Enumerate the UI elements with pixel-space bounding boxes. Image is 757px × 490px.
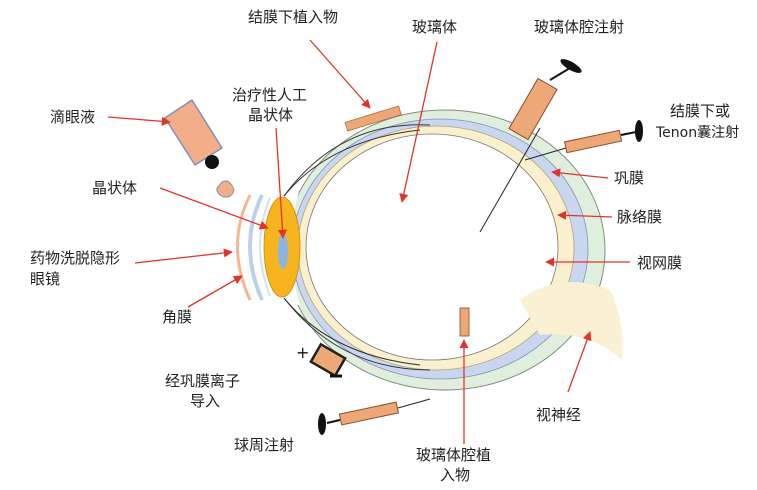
contact-lens-shape <box>236 194 252 301</box>
label-vitreous: 玻璃体 <box>412 18 457 36</box>
iontophoresis-device-icon: + <box>296 342 347 378</box>
label-contact-lens-1: 药物洗脱隐形 <box>30 249 120 267</box>
intravitreal-implant-shape <box>459 307 470 337</box>
label-transscleral-2: 导入 <box>190 392 220 410</box>
label-subconj-tenon-2: Tenon囊注射 <box>655 124 739 141</box>
peribulbar-syringe-icon <box>318 398 431 435</box>
label-cornea: 角膜 <box>162 308 192 326</box>
label-subconj-implant: 结膜下植入物 <box>248 8 338 26</box>
label-transscleral-1: 经巩膜离子 <box>165 372 240 390</box>
tenon-syringe-icon <box>524 120 643 161</box>
intravitreal-syringe-icon <box>479 59 582 233</box>
label-therapeutic-lens-1: 治疗性人工 <box>232 86 307 104</box>
subconj-implant-shape <box>344 105 402 132</box>
label-peribulbar-injection: 球周注射 <box>234 436 294 454</box>
label-sclera: 巩膜 <box>614 169 644 187</box>
labels: 结膜下植入物 玻璃体 玻璃体腔注射 结膜下或 Tenon囊注射 滴眼液 治疗性人… <box>30 8 739 484</box>
label-lens: 晶状体 <box>92 179 137 197</box>
label-subconj-tenon-1: 结膜下或 <box>670 102 730 120</box>
iol-implant-shape <box>278 233 288 269</box>
label-intravitreal-implant-1: 玻璃体腔植 <box>416 446 491 464</box>
pointer-arrows <box>107 39 630 444</box>
label-contact-lens-2: 眼镜 <box>30 270 60 288</box>
label-intravitreal-injection: 玻璃体腔注射 <box>534 18 624 36</box>
vitreous-body <box>305 133 559 361</box>
label-intravitreal-implant-2: 入物 <box>440 466 470 484</box>
label-retina: 视网膜 <box>637 254 682 272</box>
optic-nerve <box>520 282 623 360</box>
label-eye-drops: 滴眼液 <box>50 108 95 126</box>
label-optic-nerve: 视神经 <box>536 406 581 424</box>
label-therapeutic-lens-2: 晶状体 <box>248 106 293 124</box>
svg-text:+: + <box>296 343 309 362</box>
eye-drop-bottle-icon <box>164 99 235 198</box>
cornea-shape <box>248 194 264 301</box>
label-choroid: 脉络膜 <box>617 208 662 226</box>
